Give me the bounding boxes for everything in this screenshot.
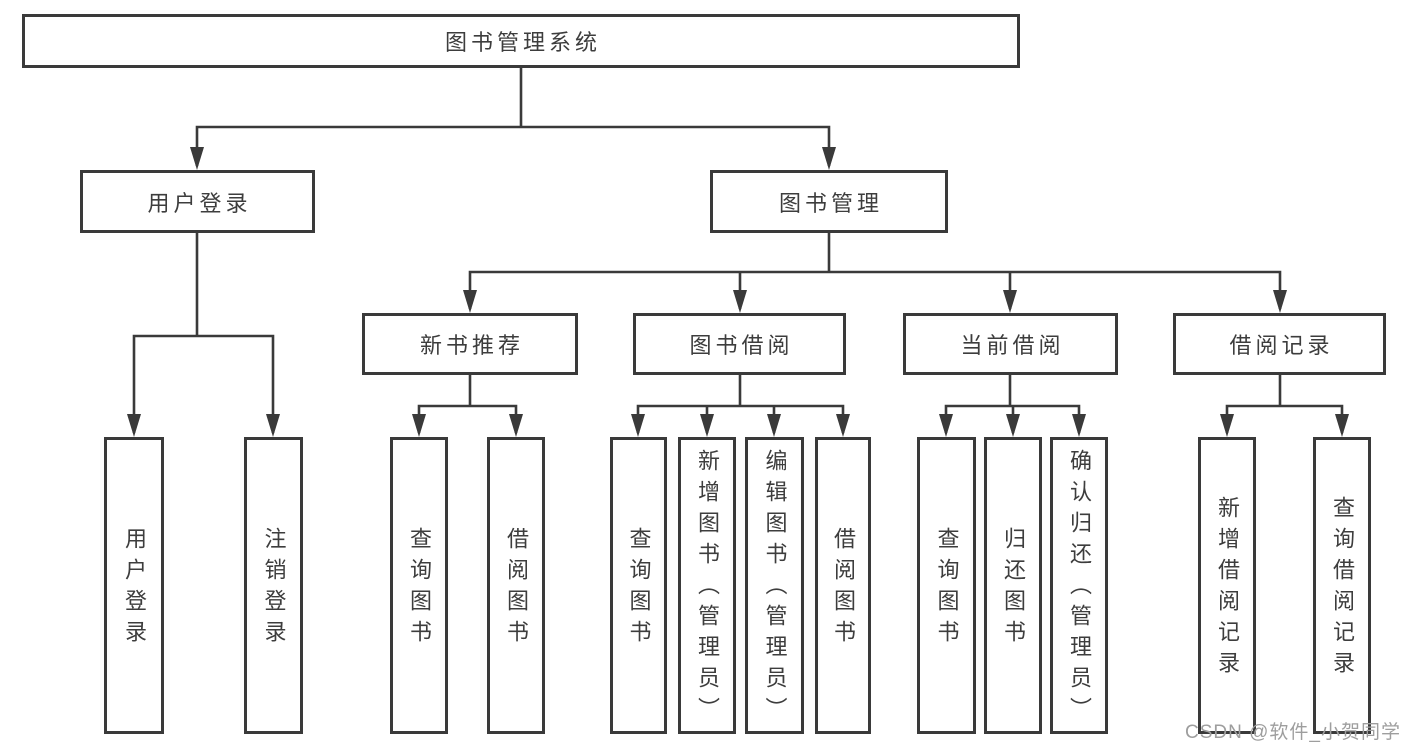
arrowhead bbox=[1273, 290, 1287, 313]
arrowhead bbox=[767, 414, 781, 437]
arrowhead bbox=[700, 414, 714, 437]
node-current-borrow-label: 当前借阅 bbox=[960, 333, 1065, 358]
connector-root-to-branches bbox=[195, 68, 831, 166]
arrowhead bbox=[127, 414, 141, 437]
arrowhead bbox=[822, 147, 836, 170]
leaf-query-books-recommend-label: 查询图书 bbox=[407, 526, 432, 651]
connector-book-borrow-leaves bbox=[636, 375, 845, 433]
arrowhead bbox=[190, 147, 204, 170]
connector-borrow-records-leaves bbox=[1225, 375, 1344, 433]
node-book-borrow-label: 图书借阅 bbox=[689, 333, 794, 358]
arrowhead bbox=[1335, 414, 1349, 437]
arrowhead bbox=[631, 414, 645, 437]
node-root-label: 图书管理系统 bbox=[444, 30, 601, 55]
leaf-add-book-admin: 新增图书（管理员） bbox=[678, 437, 736, 734]
leaf-borrow-books: 借阅图书 bbox=[815, 437, 871, 734]
node-book-management: 图书管理 bbox=[710, 170, 948, 233]
node-user-login: 用户登录 bbox=[80, 170, 315, 233]
arrowhead bbox=[1220, 414, 1234, 437]
connector-book-mgmt-groups bbox=[468, 233, 1282, 309]
arrowhead bbox=[509, 414, 523, 437]
node-book-management-label: 图书管理 bbox=[778, 190, 883, 216]
connector-new-book-leaves bbox=[417, 375, 518, 433]
arrowhead bbox=[266, 414, 280, 437]
leaf-query-books-recommend: 查询图书 bbox=[390, 437, 448, 734]
leaf-user-login-label: 用户登录 bbox=[122, 526, 147, 651]
leaf-query-books-current: 查询图书 bbox=[917, 437, 976, 734]
arrowhead bbox=[463, 290, 477, 313]
node-book-borrow: 图书借阅 bbox=[633, 313, 846, 375]
leaf-user-login: 用户登录 bbox=[104, 437, 164, 734]
leaf-confirm-return-admin-label: 确认归还（管理员） bbox=[1067, 449, 1092, 728]
arrowhead bbox=[836, 414, 850, 437]
node-borrow-records-label: 借阅记录 bbox=[1229, 333, 1334, 358]
connector-user-login-leaves bbox=[132, 233, 275, 433]
leaf-logout: 注销登录 bbox=[244, 437, 303, 734]
node-user-login-label: 用户登录 bbox=[147, 190, 252, 216]
node-new-book-recommend-label: 新书推荐 bbox=[419, 333, 524, 358]
arrowhead bbox=[733, 290, 747, 313]
leaf-borrow-books-recommend-label: 借阅图书 bbox=[504, 526, 529, 651]
leaf-add-book-admin-label: 新增图书（管理员） bbox=[695, 449, 720, 728]
leaf-query-books-current-label: 查询图书 bbox=[934, 526, 960, 651]
leaf-query-books-borrow-label: 查询图书 bbox=[626, 526, 652, 651]
leaf-query-borrow-record: 查询借阅记录 bbox=[1313, 437, 1371, 734]
leaf-borrow-books-label: 借阅图书 bbox=[831, 526, 856, 651]
leaf-return-books: 归还图书 bbox=[984, 437, 1042, 734]
arrowhead bbox=[1072, 414, 1086, 437]
leaf-add-borrow-record: 新增借阅记录 bbox=[1198, 437, 1256, 734]
arrowhead bbox=[1003, 290, 1017, 313]
leaf-borrow-books-recommend: 借阅图书 bbox=[487, 437, 545, 734]
node-current-borrow: 当前借阅 bbox=[903, 313, 1118, 375]
node-root: 图书管理系统 bbox=[22, 14, 1020, 68]
leaf-add-borrow-record-label: 新增借阅记录 bbox=[1215, 495, 1240, 682]
arrowhead bbox=[1006, 414, 1020, 437]
leaf-edit-book-admin-label: 编辑图书（管理员） bbox=[762, 449, 788, 728]
arrowhead bbox=[412, 414, 426, 437]
arrowhead bbox=[939, 414, 953, 437]
leaf-logout-label: 注销登录 bbox=[261, 526, 287, 651]
leaf-edit-book-admin: 编辑图书（管理员） bbox=[745, 437, 804, 734]
leaf-query-borrow-record-label: 查询借阅记录 bbox=[1330, 495, 1355, 682]
node-new-book-recommend: 新书推荐 bbox=[362, 313, 578, 375]
leaf-confirm-return-admin: 确认归还（管理员） bbox=[1050, 437, 1108, 734]
leaf-query-books-borrow: 查询图书 bbox=[610, 437, 667, 734]
node-borrow-records: 借阅记录 bbox=[1173, 313, 1386, 375]
watermark: CSDN @软件_小贺同学 bbox=[1185, 722, 1401, 743]
leaf-return-books-label: 归还图书 bbox=[1001, 526, 1026, 651]
